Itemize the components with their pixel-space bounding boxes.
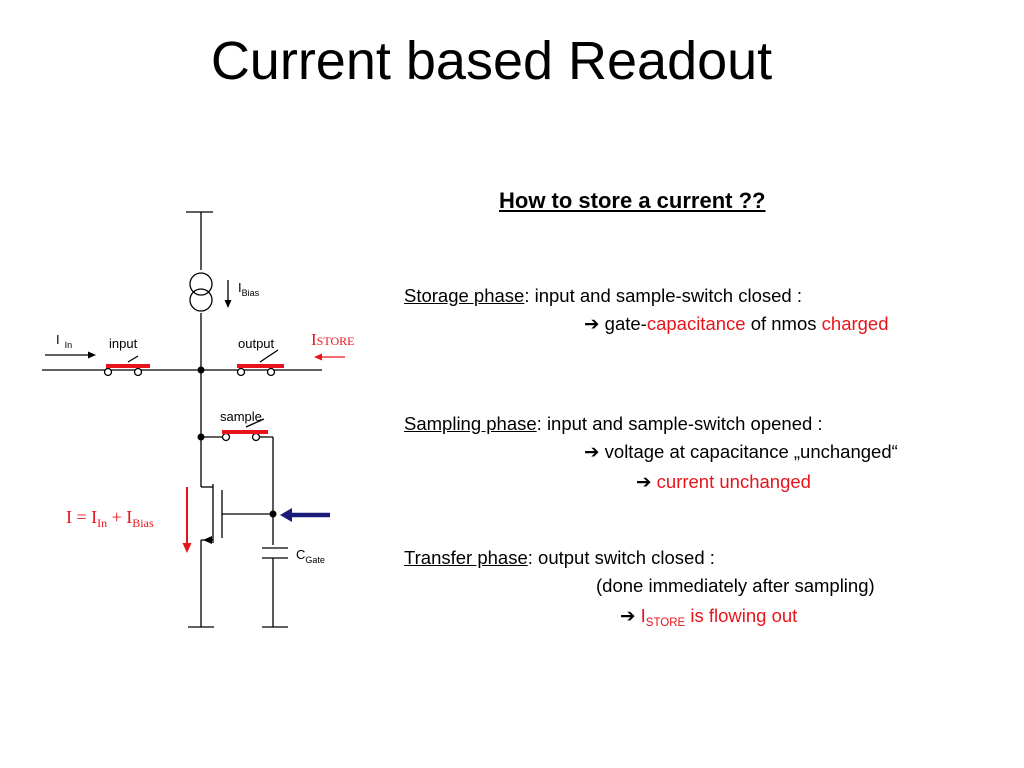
i-store-label: ISTORE	[311, 330, 354, 349]
storage-phase-name: Storage phase	[404, 285, 525, 306]
section-heading: How to store a current ??	[499, 188, 766, 213]
input-switch-label: input	[109, 336, 138, 351]
c-gate-label: CGate	[296, 547, 325, 565]
arrow-icon: ➔	[620, 605, 636, 626]
storage-phase-desc: : input and sample-switch closed :	[524, 285, 802, 306]
current-source-lower-ring	[189, 288, 213, 312]
sampling-phase-name: Sampling phase	[404, 413, 537, 434]
sampling-phase-result-1: ➔ voltage at capacitance „unchanged“	[584, 441, 898, 462]
storage-phase-line: Storage phase: input and sample-switch c…	[404, 285, 802, 307]
storage-phase-result: ➔ gate-capacitance of nmos charged	[584, 313, 889, 334]
current-equation: I = IIn + IBias	[66, 507, 154, 530]
current-source-upper-ring	[189, 272, 213, 296]
transfer-phase-line: Transfer phase: output switch closed :	[404, 547, 715, 569]
transfer-phase-note: (done immediately after sampling)	[596, 575, 875, 596]
arrow-icon: ➔	[584, 313, 600, 334]
sample-switch-label: sample	[220, 409, 262, 424]
output-switch-label: output	[238, 336, 275, 351]
arrow-icon: ➔	[636, 471, 652, 492]
transfer-phase-name: Transfer phase	[404, 547, 528, 568]
transfer-phase-result: ➔ ISTORE is flowing out	[620, 605, 798, 629]
i-bias-label: IBias	[238, 280, 260, 298]
sampling-phase-result-2: ➔ current unchanged	[636, 471, 811, 492]
sampling-phase-desc: : input and sample-switch opened :	[536, 413, 823, 434]
sampling-phase-line: Sampling phase: input and sample-switch …	[404, 413, 823, 435]
node-dot-gate	[269, 510, 277, 518]
slide-title: Current based Readout	[210, 31, 773, 91]
arrow-icon: ➔	[584, 441, 600, 462]
transfer-phase-desc: : output switch closed :	[527, 547, 715, 568]
node-dot-sample	[197, 433, 205, 441]
node-dot-main	[197, 366, 205, 374]
